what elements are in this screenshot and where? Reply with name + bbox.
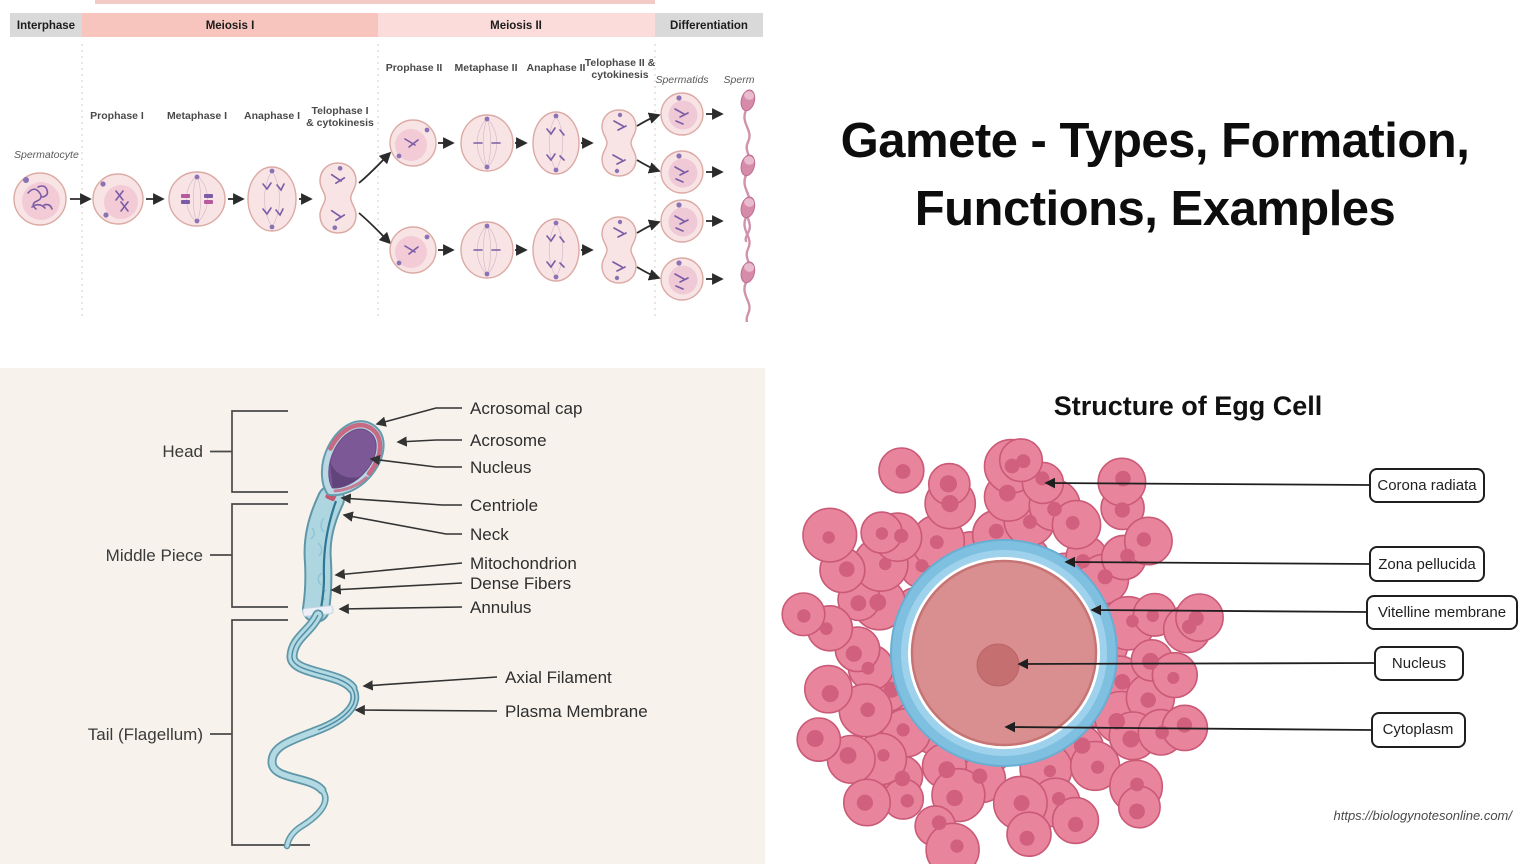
sperm-label: Sperm <box>724 74 755 86</box>
stage-label-metaphase-i: Metaphase I <box>167 110 227 122</box>
sperm-figure: Head Middle Piece Tail (Flagellum) <box>0 368 765 864</box>
interphase-header-bg <box>10 13 82 37</box>
label-corona-radiata: Corona radiata <box>1377 477 1477 494</box>
head-section-label: Head <box>162 442 203 461</box>
differentiation-header-bg <box>655 13 763 37</box>
label-nucleus: Nucleus <box>470 458 531 477</box>
spermatocyte-label: Spermatocyte <box>14 149 79 161</box>
meiosis-ii-header-label: Meiosis II <box>490 20 542 32</box>
stage-label-anaphase-i: Anaphase I <box>244 110 300 122</box>
prophase-i-cell <box>92 173 144 225</box>
spermatocyte-cell <box>13 172 67 226</box>
midpiece-body <box>304 487 343 621</box>
stage-label-telophase-i-line2: & cytokinesis <box>306 117 374 129</box>
telophase-i-cell <box>319 162 357 234</box>
interphase-header-label: Interphase <box>17 20 75 32</box>
label-neck: Neck <box>470 525 509 544</box>
stage-label-anaphase-ii: Anaphase II <box>527 62 586 74</box>
egg-figure-title: Structure of Egg Cell <box>1054 391 1323 421</box>
meiosis-i-header-bg <box>82 13 378 37</box>
label-egg-nucleus: Nucleus <box>1392 655 1446 672</box>
phase-header-bar: Interphase Meiosis I Meiosis II Differen… <box>10 13 763 37</box>
label-dense-fibers: Dense Fibers <box>470 574 571 593</box>
middle-piece-section-label: Middle Piece <box>106 546 203 565</box>
label-plasma-membrane: Plasma Membrane <box>505 702 648 721</box>
acrosome-band-lower <box>333 476 368 493</box>
stage-label-metaphase-ii: Metaphase II <box>454 62 517 74</box>
label-cytoplasm: Cytoplasm <box>1383 721 1454 738</box>
meiosis-ii-header-bg <box>378 13 655 37</box>
label-acrosome: Acrosome <box>470 431 547 450</box>
mitochondria-texture <box>310 517 327 601</box>
meiosis-figure: Interphase Meiosis I Meiosis II Differen… <box>10 0 763 322</box>
meiosis-ii-bottom-row <box>390 196 757 322</box>
source-url: https://biologynotesonline.com/ <box>1334 808 1514 823</box>
anaphase-i-cell <box>247 166 297 232</box>
label-zona-pellucida: Zona pellucida <box>1378 556 1476 573</box>
stage-label-telophase-ii-line2: cytokinesis <box>591 69 648 81</box>
section-brackets <box>210 410 310 846</box>
spermatids-label: Spermatids <box>655 74 709 86</box>
top-cropped-strip <box>95 0 655 4</box>
tail-section-label: Tail (Flagellum) <box>88 725 203 744</box>
egg-nucleus <box>976 643 1020 687</box>
stage-label-telophase-i-line1: Telophase I <box>312 105 369 117</box>
stage-label-prophase-ii: Prophase II <box>386 62 443 74</box>
label-annulus: Annulus <box>470 598 531 617</box>
sperm-head <box>320 420 385 497</box>
stage-label-prophase-i: Prophase I <box>90 110 144 122</box>
egg-figure: Structure of Egg Cell Corona radiata Zon… <box>781 391 1518 864</box>
tail-flagellum <box>267 609 360 850</box>
differentiation-header-label: Differentiation <box>670 20 748 32</box>
label-acrosomal-cap: Acrosomal cap <box>470 399 582 418</box>
metaphase-i-cell <box>168 171 226 227</box>
meiosis-i-header-label: Meiosis I <box>206 20 255 32</box>
egg-label-arrows <box>1004 477 1376 733</box>
stage-label-telophase-ii-line1: Telophase II & <box>585 57 656 69</box>
main-title: Gamete - Types, Formation, Functions, Ex… <box>840 114 1470 236</box>
egg-label-boxes: Corona radiata Zona pellucida Vitelline … <box>1366 468 1518 748</box>
label-mitochondrion: Mitochondrion <box>470 554 577 573</box>
dense-fibers-line <box>319 500 338 610</box>
part-label-arrows <box>330 407 498 716</box>
nucleus-shadow <box>330 460 362 488</box>
sperm-illustration <box>267 420 385 850</box>
label-vitelline-membrane: Vitelline membrane <box>1378 604 1506 621</box>
label-centriole: Centriole <box>470 496 538 515</box>
label-axial-filament: Axial Filament <box>505 668 612 687</box>
